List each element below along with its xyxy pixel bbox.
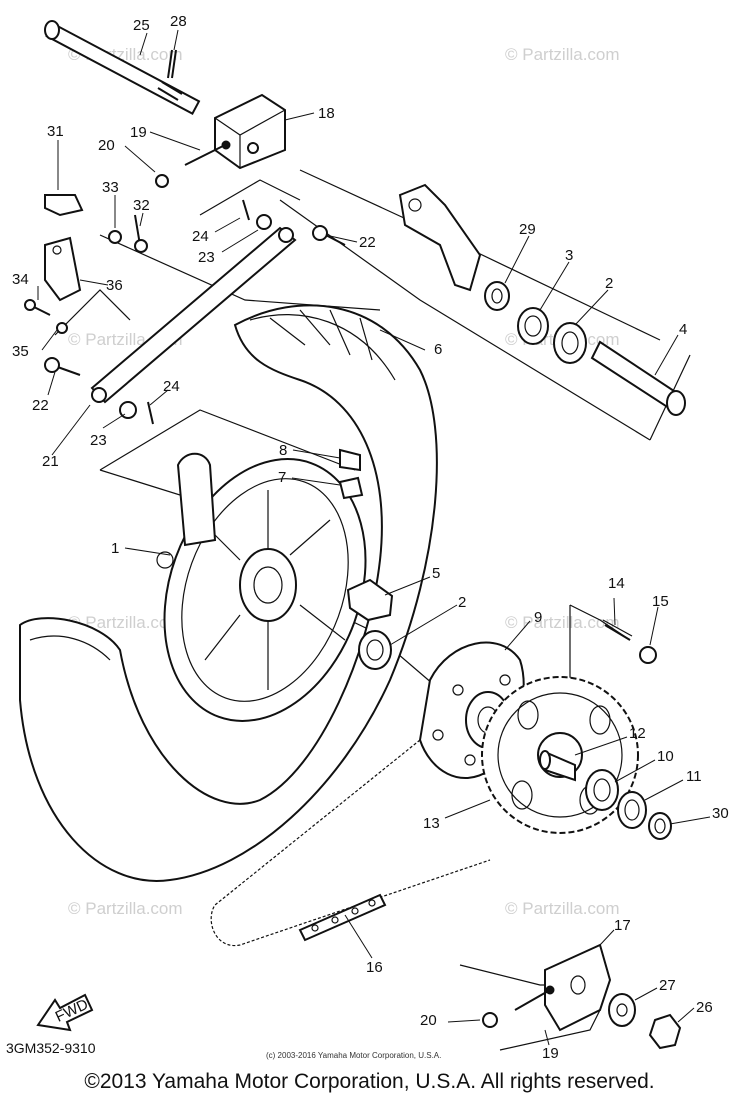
wheel-1 [156, 452, 367, 722]
callout-5: 5 [432, 565, 440, 582]
callout-27: 27 [659, 977, 676, 994]
bolt-33 [108, 230, 122, 244]
callout-36: 36 [106, 277, 123, 294]
bolt-34 [24, 299, 51, 316]
spacer-29 [484, 281, 510, 311]
callout-17: 17 [614, 917, 631, 934]
callout-9: 9 [534, 609, 542, 626]
nut-23-lower [119, 401, 137, 419]
callout-20: 20 [98, 137, 115, 154]
forward-arrow-label: FWD [53, 996, 91, 1026]
chain-16 [210, 739, 491, 947]
callout-14: 14 [608, 575, 625, 592]
nut-20-lower [482, 1012, 498, 1028]
sprocket-13 [481, 676, 639, 834]
adjuster-block-17 [544, 943, 612, 1032]
torque-rod-21 [90, 226, 297, 404]
callout-8: 8 [279, 442, 287, 459]
callout-15: 15 [652, 593, 669, 610]
callout-34: 34 [12, 271, 29, 288]
bolt-22-upper [312, 225, 346, 246]
callout-22: 22 [359, 234, 376, 251]
callout-leaders [37, 29, 711, 1046]
bolt-19 [184, 140, 231, 166]
callout-21: 21 [42, 453, 59, 470]
bolt-32 [134, 214, 148, 253]
oil-seal-3 [517, 307, 549, 345]
bolt-19-lower [514, 985, 555, 1011]
bearing-10 [585, 769, 619, 811]
callout-6: 6 [434, 341, 442, 358]
adjuster-block-18 [214, 93, 286, 170]
callout-labels: 25 28 18 19 20 31 33 32 24 23 22 29 3 2 … [12, 13, 729, 1062]
callout-33: 33 [102, 179, 119, 196]
damper-7 [338, 476, 364, 500]
callout-16: 16 [366, 959, 383, 976]
callout-13: 13 [423, 815, 440, 832]
bolt-22-lower [44, 357, 81, 376]
callout-25: 25 [133, 17, 150, 34]
watermark: © Partzilla.com [68, 613, 183, 632]
washer-35 [56, 322, 68, 334]
nut-15 [639, 646, 657, 664]
damper-8 [339, 448, 361, 472]
stud-bolt-14 [602, 619, 633, 641]
pin-24-lower [147, 401, 154, 425]
callout-23: 23 [198, 249, 215, 266]
callout-2: 2 [458, 594, 466, 611]
callout-2: 2 [605, 275, 613, 292]
callout-32: 32 [133, 197, 150, 214]
callout-19: 19 [130, 124, 147, 141]
spacer-30 [648, 812, 672, 840]
callout-24: 24 [163, 378, 180, 395]
callout-30: 30 [712, 805, 729, 822]
callout-20: 20 [420, 1012, 437, 1029]
caliper-bracket-36 [44, 236, 82, 302]
pin-24-upper [242, 199, 250, 221]
callout-23: 23 [90, 432, 107, 449]
collar-12 [539, 750, 576, 782]
callout-22: 22 [32, 397, 49, 414]
small-copyright: (c) 2003-2016 Yamaha Motor Corporation, … [266, 1051, 442, 1060]
forward-arrow: FWD [36, 993, 94, 1032]
callout-18: 18 [318, 105, 335, 122]
callout-26: 26 [696, 999, 713, 1016]
callout-11: 11 [686, 768, 702, 785]
watermark: © Partzilla.com [505, 613, 620, 632]
callout-28: 28 [170, 13, 187, 30]
diagram-code: 3GM352-9310 [6, 1040, 96, 1056]
callout-1: 1 [111, 540, 119, 557]
damper-5 [346, 578, 394, 622]
callout-24: 24 [192, 228, 209, 245]
nut-20 [155, 174, 169, 188]
watermark: © Partzilla.com [505, 899, 620, 918]
oil-seal-11 [617, 791, 647, 829]
callout-19: 19 [542, 1045, 559, 1062]
washer-27 [608, 993, 636, 1027]
axle-25 [44, 20, 201, 115]
callout-31: 31 [47, 123, 64, 140]
bearing-2-lower [358, 630, 392, 670]
callout-35: 35 [12, 343, 29, 360]
nut-23-upper [256, 214, 272, 230]
callout-29: 29 [519, 221, 536, 238]
collar-4 [590, 340, 686, 416]
caliper-arm [398, 183, 482, 292]
callout-12: 12 [629, 725, 646, 742]
watermark: © Partzilla.com [505, 45, 620, 64]
tire-6 [19, 304, 438, 882]
callout-4: 4 [679, 321, 687, 338]
cotter-pin-28 [167, 49, 177, 79]
callout-3: 3 [565, 247, 573, 264]
watermark: © Partzilla.com [68, 899, 183, 918]
nut-26 [648, 1013, 682, 1050]
bearing-2-upper [553, 322, 587, 364]
bracket-31 [44, 194, 84, 217]
callout-10: 10 [657, 748, 674, 765]
copyright-footer: ©2013 Yamaha Motor Corporation, U.S.A. A… [84, 1070, 655, 1093]
callout-7: 7 [278, 469, 286, 486]
